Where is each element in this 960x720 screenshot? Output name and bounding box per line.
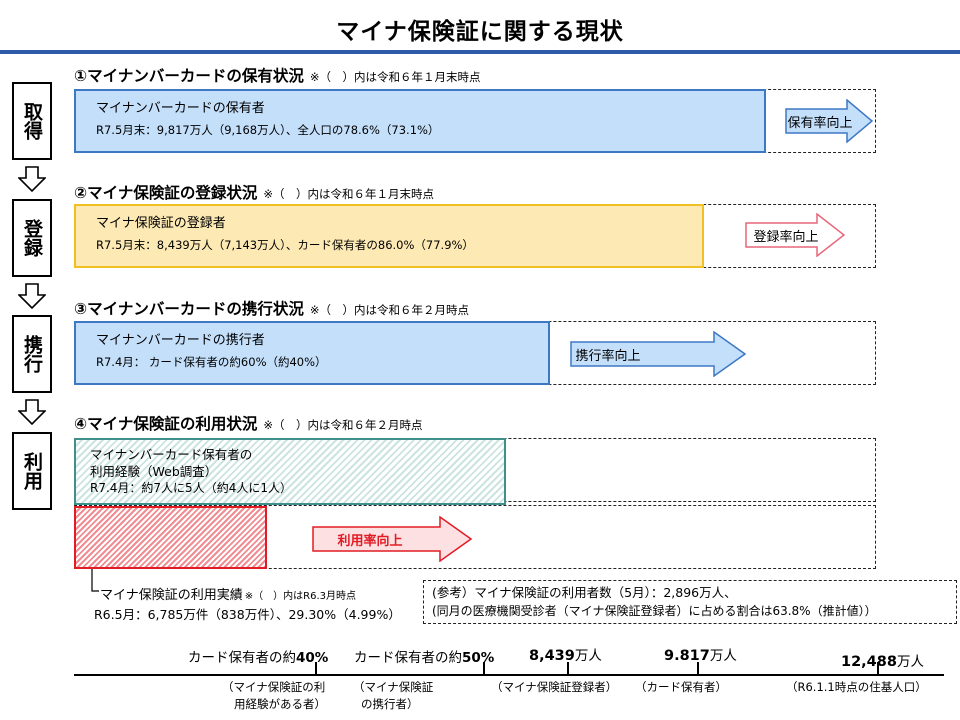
- reference-line2: (同月の医療機関受診者（マイナ保険証登録者）に占める割合は63.8%（推計値））: [432, 604, 877, 618]
- section3-stat: R7.4月： カード保有者の約60%（約40%）: [96, 355, 327, 369]
- section1-note: ※（ ）内は令和６年１月末時点: [309, 70, 481, 84]
- step-use: 利用: [12, 432, 52, 510]
- usage-actual-label: マイナ保険証の利用実績: [100, 588, 243, 603]
- title-rule: [0, 50, 960, 54]
- scale-label-population: 12,488万人: [841, 650, 924, 670]
- section1-stat: R7.5月末：9,817万人（9,168万人）、全人口の78.6%（73.1%）: [96, 123, 440, 137]
- section1-label: マイナンバーカードの保有者: [96, 101, 265, 116]
- usage-actual-stat: R6.5月：6,785万件（838万件）、29.30%（4.99%）: [94, 607, 401, 622]
- section4-heading-text: ④マイナ保険証の利用状況: [74, 415, 258, 433]
- scale-tick: [315, 662, 317, 674]
- section3-label: マイナンバーカードの携行者: [96, 333, 265, 348]
- right-arrow-icon: [785, 99, 873, 143]
- scale-label-50-prefix: カード保有者の約: [354, 650, 462, 666]
- scale-label-population-unit: 万人: [896, 654, 924, 670]
- scale-sub-50: （マイナ保険証の携行者）: [353, 679, 433, 713]
- scale-label-40-prefix: カード保有者の約: [188, 650, 296, 666]
- scale-label-50: カード保有者の約50%: [354, 646, 494, 666]
- scale-label-holders-value: 9.817: [664, 648, 710, 664]
- reference-line1: (参考）マイナ保険証の利用者数（5月）：2,896万人、: [432, 585, 737, 600]
- section2-fill: マイナ保険証の登録者 R7.5月末：8,439万人（7,143万人）、カード保有…: [74, 204, 704, 268]
- step-acquire-label: 取得: [21, 102, 43, 140]
- section1-arrow-label: 保有率向上: [787, 115, 853, 131]
- section3-note: ※（ ）内は令和６年２月時点: [309, 303, 469, 317]
- step-register-label: 登録: [21, 219, 43, 257]
- scale-label-registered-unit: 万人: [574, 648, 602, 664]
- scale-label-registered: 8,439万人: [529, 644, 602, 664]
- step-register: 登録: [12, 199, 52, 277]
- scale-label-population-value: 12,488: [841, 654, 897, 670]
- section2-arrow-label: 登録率向上: [753, 229, 819, 245]
- right-arrow-icon: [570, 331, 746, 377]
- scale-label-40-value: 40%: [296, 650, 329, 666]
- section4-arrow-label: 利用率向上: [337, 533, 403, 549]
- step-acquire: 取得: [12, 82, 52, 160]
- scale-label-holders: 9.817万人: [664, 644, 737, 664]
- step-carry-label: 携行: [21, 335, 43, 373]
- right-arrow-icon: [745, 213, 845, 257]
- section3-heading: ③マイナンバーカードの携行状況 ※（ ）内は令和６年２月時点: [74, 297, 469, 319]
- scale-sub-50-line2: の携行者）: [361, 697, 419, 711]
- section1-heading-text: ①マイナンバーカードの保有状況: [74, 67, 304, 85]
- scale-sub-registered: （マイナ保険証登録者）: [491, 680, 618, 694]
- section2-heading-text: ②マイナ保険証の登録状況: [74, 184, 258, 202]
- scale-tick: [483, 662, 485, 674]
- reference-box: (参考）マイナ保険証の利用者数（5月）：2,896万人、 (同月の医療機関受診者…: [423, 580, 957, 624]
- scale-sub-50-line1: （マイナ保険証: [353, 680, 434, 694]
- section1-fill: マイナンバーカードの保有者 R7.5月末：9,817万人（9,168万人）、全人…: [74, 89, 766, 153]
- section3-arrow-label: 携行率向上: [575, 348, 641, 364]
- section2-label: マイナ保険証の登録者: [96, 216, 226, 231]
- section4-note: ※（ ）内は令和６年２月時点: [263, 418, 423, 432]
- section2-note: ※（ ）内は令和６年１月末時点: [263, 187, 434, 201]
- scale-tick: [567, 662, 569, 674]
- scale-label-40: カード保有者の約40%: [188, 646, 328, 666]
- step-carry: 携行: [12, 315, 52, 393]
- callout-connector: [91, 569, 99, 592]
- section4-usage-experience-box: マイナンバーカード保有者の 利用経験（Web調査） R7.4月：約7人に5人（約…: [74, 438, 506, 505]
- section1-heading: ①マイナンバーカードの保有状況 ※（ ）内は令和６年１月末時点: [74, 64, 480, 86]
- down-arrow-icon: [18, 166, 46, 192]
- down-arrow-icon: [18, 399, 46, 425]
- section4-heading: ④マイナ保険証の利用状況 ※（ ）内は令和６年２月時点: [74, 412, 422, 434]
- right-arrow-icon: [312, 516, 472, 562]
- scale-axis: [74, 674, 944, 676]
- scale-tick: [877, 662, 879, 674]
- scale-sub-population: （R6.1.1時点の住基人口）: [786, 680, 927, 694]
- usage-actual-caption: マイナ保険証の利用実績※（ ）内はR6.3月時点: [100, 584, 356, 603]
- scale-sub-40-line1: （マイナ保険証の利: [222, 680, 326, 694]
- section4-label-line1: マイナンバーカード保有者の: [90, 447, 253, 462]
- scale-label-50-value: 50%: [462, 650, 495, 666]
- section3-heading-text: ③マイナンバーカードの携行状況: [74, 300, 304, 318]
- down-arrow-icon: [18, 283, 46, 309]
- section2-stat: R7.5月末：8,439万人（7,143万人）、カード保有者の86.0%（77.…: [96, 238, 474, 252]
- scale-label-registered-value: 8,439: [529, 648, 575, 664]
- section4-usage-actual-box: [74, 506, 267, 569]
- scale-tick: [697, 662, 699, 674]
- scale-sub-holders: （カード保有者）: [635, 680, 727, 694]
- step-use-label: 利用: [21, 452, 43, 490]
- section3-fill: マイナンバーカードの携行者 R7.4月： カード保有者の約60%（約40%）: [74, 321, 550, 385]
- section4-stat: R7.4月：約7人に5人（約4人に1人）: [90, 481, 292, 495]
- scale-sub-40-line2: 用経験がある者）: [234, 697, 326, 711]
- scale-sub-40: （マイナ保険証の利用経験がある者）: [222, 679, 326, 713]
- section4-label-line2: 利用経験（Web調査）: [90, 464, 218, 479]
- usage-actual-note: ※（ ）内はR6.3月時点: [244, 591, 356, 602]
- scale-label-holders-unit: 万人: [709, 648, 737, 664]
- page-title: マイナ保険証に関する現状: [336, 19, 624, 45]
- section2-heading: ②マイナ保険証の登録状況 ※（ ）内は令和６年１月末時点: [74, 181, 434, 203]
